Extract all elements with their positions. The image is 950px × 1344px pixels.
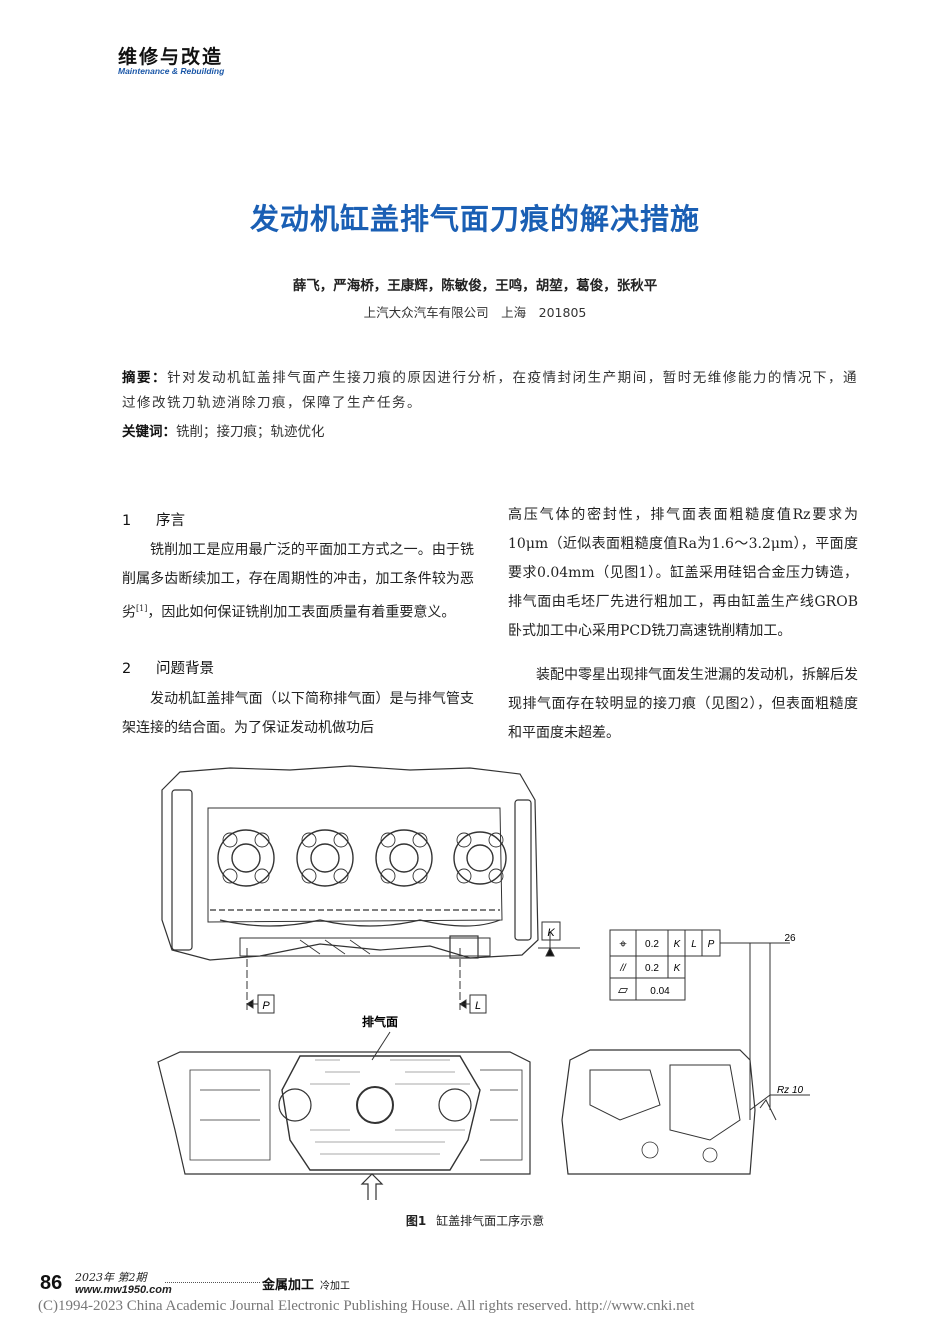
section-number: 1: [122, 513, 132, 529]
position-symbol-icon: ⌖: [619, 936, 627, 951]
arrow-up-icon: [360, 1173, 384, 1200]
page-number: 86: [40, 1272, 63, 1294]
datum-k-label: K: [547, 927, 555, 939]
parallel-symbol-icon: //: [619, 963, 627, 974]
top-view-outline: [161, 765, 539, 961]
journal-subtitle: 冷加工: [320, 1281, 350, 1292]
column-title: 维修与改造: [118, 46, 224, 68]
article-title: 发动机缸盖排气面刀痕的解决措施: [249, 202, 700, 236]
section-number: 2: [122, 661, 132, 677]
authors: 薛飞，严海桥，王康辉，陈敏俊，王鸣，胡堃，葛俊，张秋平: [292, 278, 658, 294]
citation: [1]: [136, 604, 148, 613]
footer-divider: [165, 1282, 260, 1283]
abstract: 摘要：针对发动机缸盖排气面产生接刀痕的原因进行分析，在疫情封闭生产期间，暂时无维…: [122, 366, 858, 416]
tol-value: 0.04: [650, 986, 670, 997]
section-2-paragraph: 发动机缸盖排气面（以下简称排气面）是与排气管支架连接的结合面。为了保证发动机做功…: [122, 691, 474, 736]
tol-ref: L: [691, 939, 697, 950]
figure-label: 图1: [405, 1214, 427, 1228]
section-1-text-a: 铣削加工是应用最广泛的平面加工方式之一。由于铣削属多齿断续加工，存在周期性的冲击…: [122, 542, 474, 621]
abstract-label: 摘要：: [122, 370, 168, 386]
tol-ref: K: [674, 939, 682, 950]
section-title: 序言: [156, 513, 185, 529]
copyright-notice: (C)1994-2023 China Academic Journal Elec…: [38, 1298, 695, 1314]
section-heading: 2 问题背景: [122, 657, 474, 678]
website-link[interactable]: www.mw1950.com: [75, 1284, 172, 1296]
flatness-symbol-icon: ▱: [618, 982, 628, 997]
roughness-label: Rz 10: [777, 1085, 804, 1096]
tol-value: 0.2: [645, 963, 659, 974]
journal-logo: 金属加工: [262, 1278, 315, 1293]
column-title-en: Maintenance & Rebuilding: [118, 66, 225, 76]
tol-ref: P: [708, 939, 715, 950]
datum-p-label: P: [262, 1000, 270, 1012]
section-title: 问题背景: [156, 661, 214, 677]
section-heading: 1 序言: [122, 509, 474, 530]
issue-label: 2023年 第2期: [75, 1271, 147, 1284]
column2-paragraph-1: 高压气体的密封性，排气面表面粗糙度值Rz要求为10μm（近似表面粗糙度值Ra为1…: [508, 507, 858, 639]
callout-label: 排气面: [362, 1014, 398, 1029]
tol-value: 0.2: [645, 939, 659, 950]
side-view-outline: [157, 1051, 531, 1175]
tol-ref: K: [674, 963, 682, 974]
abstract-text: 针对发动机缸盖排气面产生接刀痕的原因进行分析，在疫情封闭生产期间，暂时无维修能力…: [122, 370, 858, 411]
figure-cylinder-head-drawing: K P L ⌖ 0.2 K L P // 0.2 K ▱ 0.04 26 排气面: [157, 765, 810, 1200]
figure-caption: 图1 缸盖排气面工序示意: [0, 1212, 950, 1229]
affiliation: 上汽大众汽车有限公司 上海 201805: [363, 305, 587, 320]
column2-paragraph-2: 装配中零星出现排气面发生泄漏的发动机，拆解后发现排气面存在较明显的接刀痕（见图2…: [508, 667, 858, 741]
keywords-label: 关键词：: [122, 424, 176, 440]
tolerance-frame: [609, 929, 790, 1110]
datum-l-label: L: [475, 1000, 481, 1012]
keywords-text: 铣削；接刀痕；轨迹优化: [176, 424, 325, 440]
keywords: 关键词：铣削；接刀痕；轨迹优化: [122, 420, 325, 440]
end-view-outline: [561, 1049, 756, 1175]
figure-caption-text: 缸盖排气面工序示意: [436, 1214, 545, 1228]
section-1-text-b: ，因此如何保证铣削加工表面质量有着重要意义。: [147, 604, 456, 621]
dimension-label: 26: [784, 933, 796, 944]
section-1-paragraph: 铣削加工是应用最广泛的平面加工方式之一。由于铣削属多齿断续加工，存在周期性的冲击…: [122, 536, 474, 628]
